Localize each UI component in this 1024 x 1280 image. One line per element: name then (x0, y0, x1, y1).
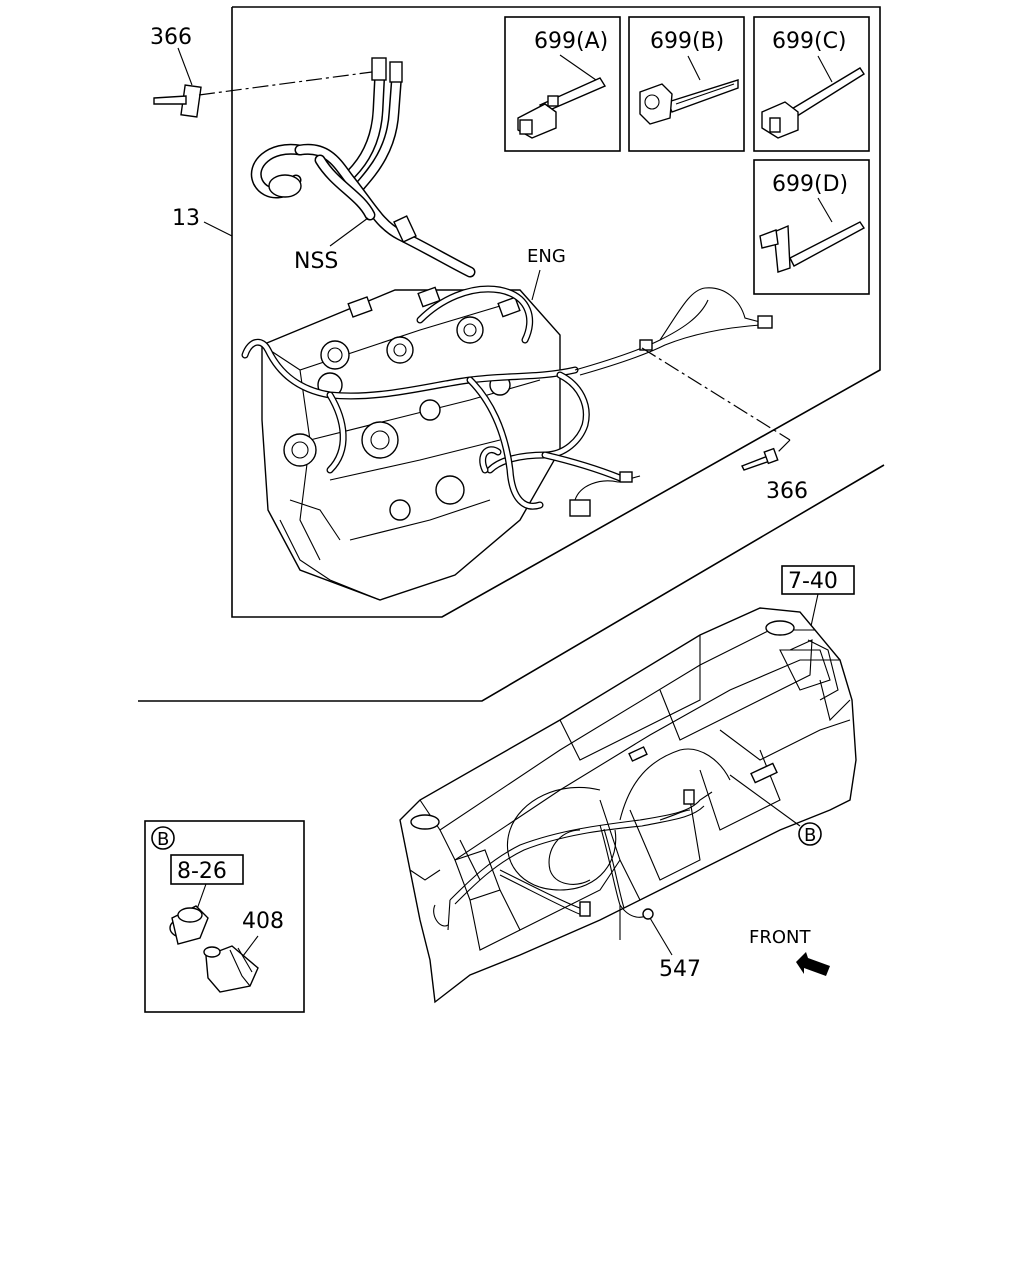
label-ref-7-40: 7-40 (788, 569, 838, 594)
front-arrow-icon (796, 952, 830, 976)
label-ref-b-callout: B (804, 825, 816, 846)
clip-c-frame (753, 16, 870, 152)
label-inset-b-header: B (157, 829, 169, 850)
label-clip-b: 699(B) (650, 29, 724, 54)
instrument-panel-section: 7-40 (399, 565, 857, 1004)
instrument-panel-drawing (399, 607, 857, 1004)
label-part-366-top: 366 (150, 25, 192, 50)
ref-8-26-frame (170, 854, 244, 885)
inset-b: B 8-26 408 (144, 820, 305, 1013)
part-366-top-drawing (153, 47, 373, 118)
bulb-drawing (203, 945, 259, 993)
clip-b-frame (628, 16, 745, 152)
label-part-408: 408 (242, 909, 284, 934)
engine-section-frame (231, 6, 881, 618)
engine-harness (241, 285, 773, 517)
engine-block-drawing (261, 286, 561, 601)
label-front: FRONT (749, 927, 811, 948)
label-ref-8-26: 8-26 (177, 859, 227, 884)
nss-hose (250, 57, 476, 278)
inset-b-frame (144, 820, 305, 1013)
label-clip-c: 699(C) (772, 29, 847, 54)
label-clip-a: 699(A) (534, 29, 608, 54)
label-part-547: 547 (659, 957, 701, 982)
clip-d-frame (753, 159, 870, 295)
section-divider (138, 464, 885, 702)
label-eng: ENG (527, 246, 566, 267)
clip-inset-b: 699(B) (628, 16, 745, 152)
label-nss: NSS (294, 249, 338, 274)
clip-a-frame (504, 16, 621, 152)
label-part-366-bottom: 366 (766, 479, 808, 504)
socket-drawing (169, 905, 209, 945)
clip-inset-c: 699(C) (753, 16, 870, 152)
engine-section: 366 13 NSS ENG (150, 6, 881, 618)
ref-b-callout-circle (798, 822, 822, 846)
label-clip-d: 699(D) (772, 172, 848, 197)
clip-inset-a: 699(A) (504, 16, 621, 152)
clip-inset-d: 699(D) (753, 159, 870, 295)
label-part-13: 13 (172, 206, 200, 231)
instrument-panel-harness (447, 748, 731, 940)
part-366-bottom-drawing (641, 347, 791, 471)
